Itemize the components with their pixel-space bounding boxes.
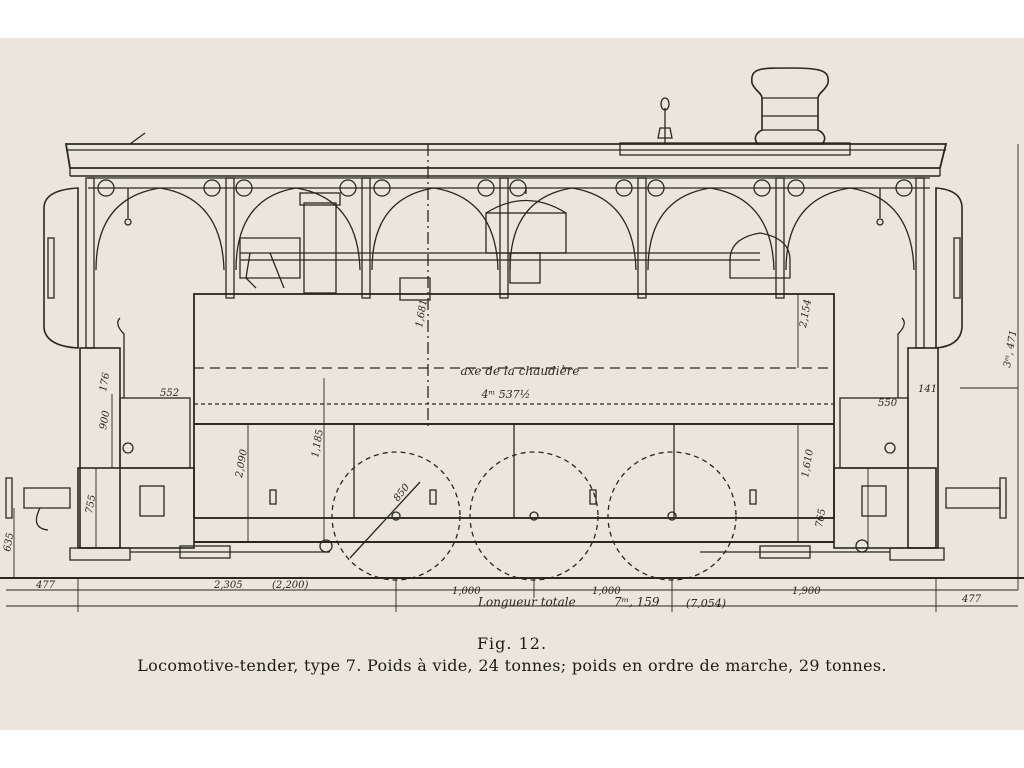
dimension-labels: axe de la chaudière 4ᵐ 537½ Longueur tot… (2, 298, 1019, 610)
tank-height-label: 1,185 (310, 428, 326, 458)
left-mid-label: 552 (160, 388, 179, 399)
figure-caption: Locomotive-tender, type 7. Poids à vide,… (137, 656, 887, 675)
right-mid-label: 550 (878, 398, 898, 409)
roof (64, 128, 948, 177)
figure-number: Fig. 12. (476, 634, 548, 653)
upper-height-right: 2,154 (798, 298, 814, 329)
left-small-label: 176 (98, 371, 112, 392)
wheelbase-1-label: 1,000 (452, 586, 481, 597)
whistle (657, 97, 673, 139)
total-length-value: 7ᵐ, 159 (614, 595, 660, 609)
body-height-label: 2,090 (234, 448, 250, 480)
locomotive-drawing: axe de la chaudière 4ᵐ 537½ Longueur tot… (0, 38, 1024, 648)
wheelbase-2-label: 1,000 (592, 586, 621, 597)
chimney (751, 67, 829, 145)
axles (349, 481, 677, 559)
upper-height-center: 1,681 (414, 298, 430, 328)
total-length-label: Longueur totale (477, 595, 576, 609)
right-end (833, 317, 1007, 561)
left-overhang-label: 477 (35, 580, 56, 591)
right-overhang-label: 477 (961, 594, 982, 605)
boiler-fittings (239, 188, 791, 301)
left-low-label: 755 (84, 494, 98, 515)
main-body (193, 293, 835, 543)
front-section-alt-label: (2,200) (272, 580, 309, 591)
overall-height-label: 3ᵐ, 471 (1002, 329, 1019, 368)
brake-rigging (130, 539, 890, 559)
boiler-axis-label: axe de la chaudière (460, 364, 579, 378)
left-step-label: 900 (98, 409, 112, 430)
locomotive-tender-elevation: axe de la chaudière 4ᵐ 537½ Longueur tot… (0, 67, 1024, 612)
boiler-length-label: 4ᵐ 537½ (481, 388, 531, 401)
rear-section-label: 1,900 (792, 586, 821, 597)
end-curtains (43, 187, 963, 349)
right-low-label: 765 (814, 508, 828, 529)
right-lower-label: 1,610 (800, 448, 816, 479)
right-small-label: 141 (918, 384, 937, 395)
buffer-height-label: 635 (2, 532, 16, 553)
scanned-page: axe de la chaudière 4ᵐ 537½ Longueur tot… (0, 38, 1024, 730)
dimension-lines (6, 144, 1019, 612)
left-end (5, 317, 195, 561)
total-length-alt: (7,054) (686, 597, 726, 610)
front-section-label: 2,305 (213, 580, 243, 591)
